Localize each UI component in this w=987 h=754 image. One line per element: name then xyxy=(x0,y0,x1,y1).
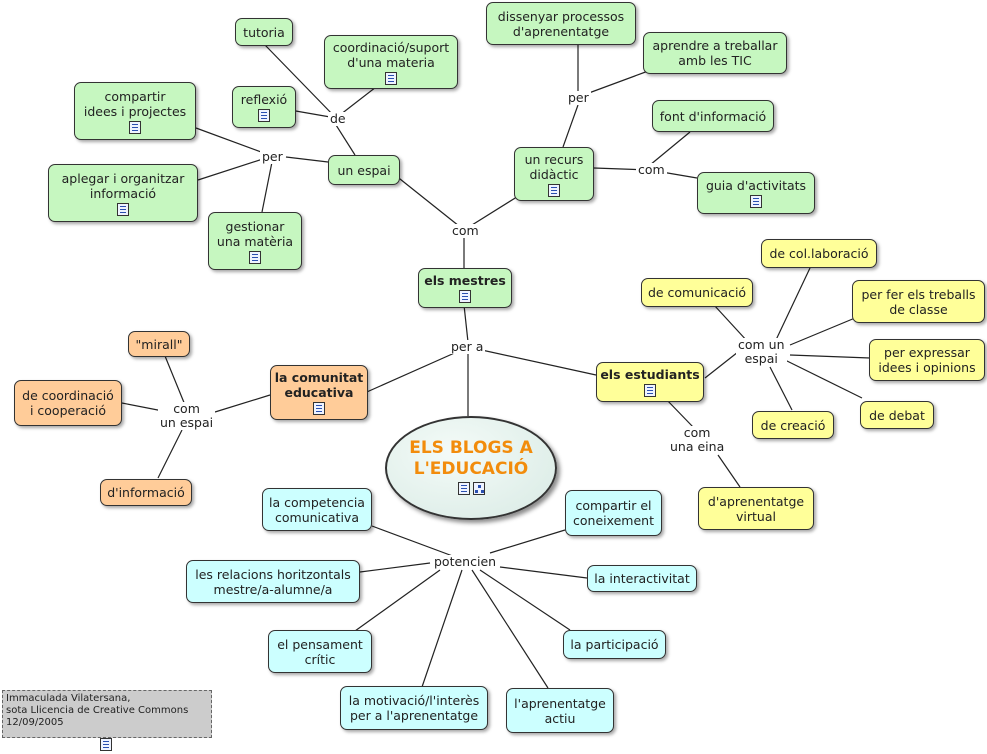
note-icon[interactable] xyxy=(644,384,656,397)
node-expressar-idees[interactable]: per expressar idees i opinions xyxy=(869,339,985,381)
node-de-debat[interactable]: de debat xyxy=(860,401,934,429)
node-col-laboracio[interactable]: de col.laboració xyxy=(761,239,877,268)
node-un-espai[interactable]: un espai xyxy=(328,155,400,185)
note-icon[interactable] xyxy=(129,120,141,134)
label-de: de xyxy=(328,111,348,126)
node-relacions-horitzontals[interactable]: les relacions horitzontals mestre/a-alum… xyxy=(186,560,360,603)
node-aprendre-tic[interactable]: aprendre a treballar amb les TIC xyxy=(643,32,787,74)
note-icon[interactable] xyxy=(258,109,270,122)
central-topic[interactable]: ELS BLOGS A L'EDUCACIÓ xyxy=(385,416,557,520)
node-coordinacio-cooperacio[interactable]: de coordinació i cooperació xyxy=(14,380,122,426)
note-icon[interactable] xyxy=(457,482,470,495)
node-interactivitat[interactable]: la interactivitat xyxy=(587,565,697,592)
node-de-creacio[interactable]: de creació xyxy=(752,411,834,439)
node-aprenentatge-actiu[interactable]: l'aprenentatge actiu xyxy=(506,688,614,733)
node-participacio[interactable]: la participació xyxy=(563,630,666,659)
note-icon[interactable] xyxy=(548,183,560,197)
node-d-informacio[interactable]: d'informació xyxy=(100,479,192,506)
node-els-mestres[interactable]: els mestres xyxy=(418,268,512,308)
note-icon[interactable] xyxy=(313,402,325,415)
label-com-una-eina: com una eina xyxy=(668,425,727,454)
node-competencia-comunicativa[interactable]: la competencia comunicativa xyxy=(262,488,372,531)
node-mirall[interactable]: "mirall" xyxy=(128,331,190,357)
label-per-right: per xyxy=(566,90,591,105)
node-tutoria[interactable]: tutoria xyxy=(235,18,293,46)
node-dissenyar-processos[interactable]: dissenyar processos d'aprenentatge xyxy=(486,2,636,45)
node-recurs-didactic[interactable]: un recurs didàctic xyxy=(514,147,594,201)
note-icon[interactable] xyxy=(385,71,397,85)
node-font-informacio[interactable]: font d'informació xyxy=(652,100,774,132)
node-aprenentatge-virtual[interactable]: d'aprenentatge virtual xyxy=(698,487,814,530)
label-per-a: per a xyxy=(449,339,486,354)
label-com-mid: com xyxy=(450,223,481,238)
node-guia-activitats[interactable]: guia d'activitats xyxy=(697,172,815,214)
label-com-un-espai-yellow: com un espai xyxy=(736,337,787,366)
label-com-un-espai-orange: com un espai xyxy=(158,401,216,430)
node-gestionar-materia[interactable]: gestionar una matèria xyxy=(208,212,302,270)
node-treballs-classe[interactable]: per fer els treballs de classe xyxy=(852,280,985,323)
node-compartir-idees[interactable]: compartir idees i projectes xyxy=(74,82,196,140)
node-motivacio-interes[interactable]: la motivació/l'interès per a l'aprenenta… xyxy=(340,686,488,730)
note-icon[interactable] xyxy=(100,738,112,751)
credit-box: Immaculada Vilatersana, sota Llicencia d… xyxy=(2,690,212,738)
map-link-icon[interactable] xyxy=(472,482,485,495)
node-comunitat-educativa[interactable]: la comunitat educativa xyxy=(270,365,368,420)
note-icon[interactable] xyxy=(750,195,762,208)
node-els-estudiants[interactable]: els estudiants xyxy=(596,362,704,402)
note-icon[interactable] xyxy=(459,290,471,303)
node-pensament-critic[interactable]: el pensament crític xyxy=(268,630,372,673)
node-aplegar-organitzar[interactable]: aplegar i organitzar informació xyxy=(48,164,198,222)
label-potencien: potencien xyxy=(432,554,499,569)
node-coordinacio-suport[interactable]: coordinació/suport d'una materia xyxy=(324,35,458,89)
node-de-comunicacio[interactable]: de comunicació xyxy=(641,278,753,307)
label-com-right: com xyxy=(636,162,667,177)
node-reflexio[interactable]: reflexió xyxy=(232,86,296,128)
note-icon[interactable] xyxy=(117,202,129,216)
note-icon[interactable] xyxy=(249,250,261,264)
label-per-left: per xyxy=(260,149,285,164)
node-compartir-coneixement[interactable]: compartir el coneixement xyxy=(565,490,662,536)
